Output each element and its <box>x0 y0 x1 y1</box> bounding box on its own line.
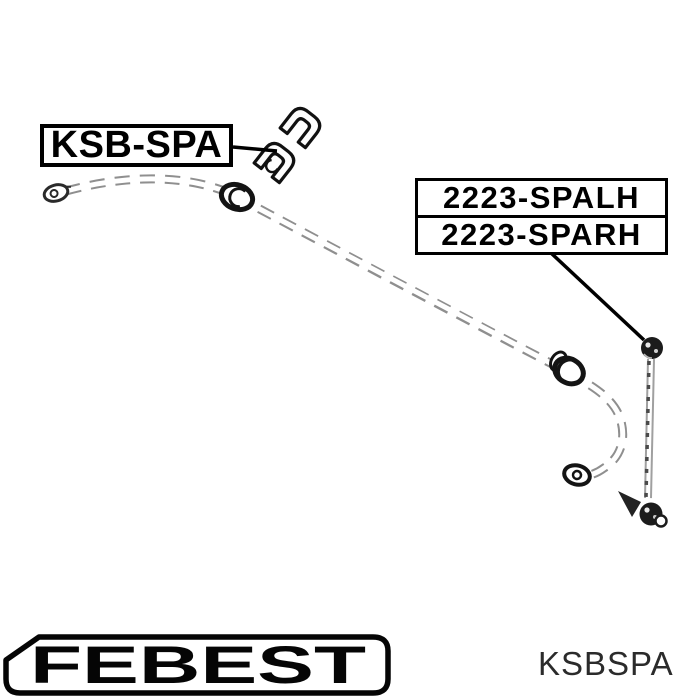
callout-line-link <box>549 251 646 342</box>
link-code-lh-row: 2223-SPALH <box>418 180 665 215</box>
callout-label-bushing: KSB-SPA <box>40 124 233 167</box>
link-top-ball-joint <box>641 337 663 359</box>
callout-label-link: 2223-SPALH 2223-SPARH <box>415 178 668 255</box>
stabilizer-link <box>618 337 668 528</box>
link-code-rh-text: 2223-SPARH <box>441 217 642 252</box>
bushing-on-bar-rear <box>549 350 586 387</box>
part-code-text: KSBSPA <box>538 645 674 682</box>
bar-left-eyelet <box>42 183 71 203</box>
febest-logo-text: FEBEST <box>30 636 366 695</box>
febest-logo-border <box>3 634 391 696</box>
stabilizer-bushing-exploded <box>252 106 322 185</box>
bushing-code-text: KSB-SPA <box>50 124 223 166</box>
link-bottom-ball-joint <box>618 491 668 528</box>
callout-line-bushing <box>232 145 278 153</box>
bushing-on-bar-front <box>218 181 256 213</box>
link-code-rh-row: 2223-SPARH <box>418 215 665 252</box>
bar-right-eyelet <box>562 463 592 487</box>
link-code-lh-text: 2223-SPALH <box>442 180 641 215</box>
stabilizer-bar <box>64 174 628 482</box>
febest-logo: FEBEST <box>3 634 391 696</box>
